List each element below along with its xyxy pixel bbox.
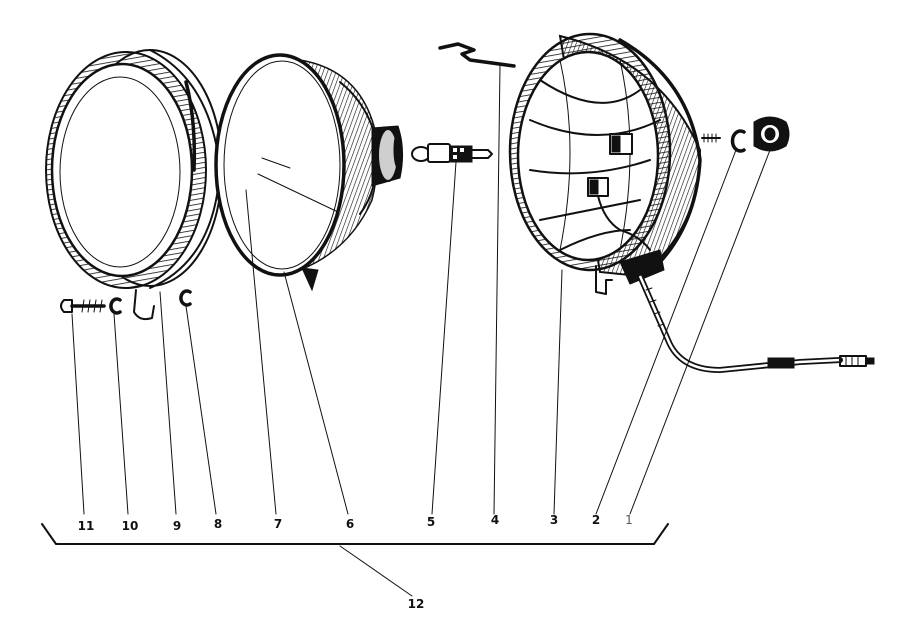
screw: [60, 299, 106, 313]
bulb: [411, 143, 493, 163]
washer-left: [109, 297, 122, 315]
callout-4: 4: [491, 513, 499, 527]
callout-9: 9: [173, 519, 181, 533]
rim-ring: [45, 49, 223, 321]
callout-labels: 11 10 9 8 7 6 5 4 3 2 1 12: [78, 513, 633, 611]
callout-3: 3: [550, 513, 558, 527]
callout-2: 2: [592, 513, 600, 527]
callout-6: 6: [346, 517, 354, 531]
cap-nut: [753, 116, 790, 152]
lens-unit: [214, 53, 404, 292]
leader-lines: [41, 65, 771, 597]
callout-1: 1: [625, 513, 633, 527]
callout-7: 7: [274, 517, 282, 531]
cable: [637, 273, 875, 373]
callout-5: 5: [427, 515, 435, 529]
callout-8: 8: [214, 517, 222, 531]
housing: [508, 32, 721, 295]
washer-right: [730, 129, 746, 153]
callout-10: 10: [122, 519, 139, 533]
callout-11: 11: [78, 519, 95, 533]
washer-middle: [179, 289, 192, 307]
spring-clip: [438, 42, 516, 68]
callout-12: 12: [408, 597, 425, 611]
